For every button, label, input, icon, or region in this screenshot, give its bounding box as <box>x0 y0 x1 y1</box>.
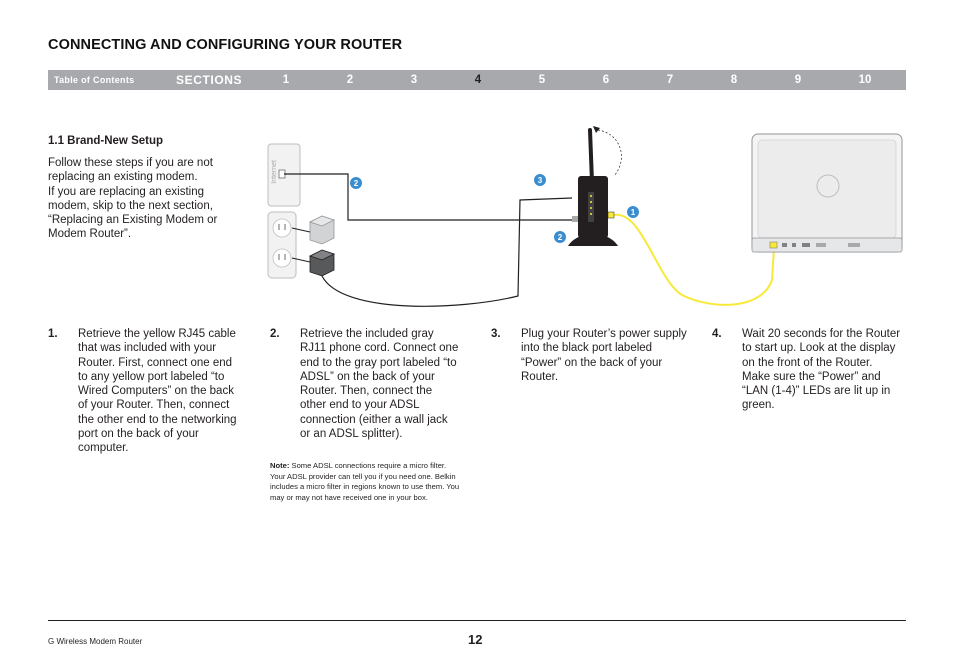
footer-product-name: G Wireless Modem Router <box>48 637 143 646</box>
power-cable <box>321 197 573 307</box>
ethernet-cable <box>613 213 775 306</box>
step-number: 1. <box>48 328 58 340</box>
step-number: 3. <box>491 328 501 340</box>
nav-section-1[interactable]: 1 <box>282 74 290 86</box>
nav-section-10[interactable]: 10 <box>858 74 872 86</box>
step-number: 4. <box>712 328 722 340</box>
phone-cable <box>284 173 572 221</box>
power-adapter <box>291 249 336 277</box>
step-text: Plug your Router’s power supply into the… <box>521 328 687 383</box>
nav-section-8[interactable]: 8 <box>730 74 738 86</box>
power-outlet <box>267 211 297 279</box>
nav-section-4[interactable]: 4 <box>474 74 482 86</box>
wall-jack-label: Internet <box>271 160 278 184</box>
svg-text:2: 2 <box>558 233 563 242</box>
wall-jack-plate: Internet <box>267 143 301 207</box>
step-text: Retrieve the yellow RJ45 cable that was … <box>78 328 237 455</box>
nav-section-2[interactable]: 2 <box>346 74 354 86</box>
intro-text: Follow these steps if you are not replac… <box>48 156 248 242</box>
section-navbar: Table of Contents SECTIONS 1 2 3 4 5 6 7… <box>48 70 906 90</box>
router-stand <box>568 234 618 246</box>
setup-diagram: Internet <box>267 126 903 307</box>
callout-2-bottom: 2 <box>554 231 566 243</box>
step-number: 2. <box>270 328 280 340</box>
callout-3: 3 <box>534 174 546 186</box>
nav-section-9[interactable]: 9 <box>794 74 802 86</box>
nav-section-3[interactable]: 3 <box>410 74 418 86</box>
footer-divider <box>48 620 906 621</box>
note-text: Some ADSL connections require a micro fi… <box>270 461 460 503</box>
page-title: CONNECTING AND CONFIGURING YOUR ROUTER <box>48 37 403 53</box>
intro-paragraph-1: Follow these steps if you are not replac… <box>48 157 213 184</box>
note-label: Note: <box>270 461 290 470</box>
step-text: Wait 20 seconds for the Router to start … <box>742 328 901 412</box>
sections-label: SECTIONS <box>176 73 243 87</box>
section-heading: 1.1 Brand-New Setup <box>48 135 164 147</box>
svg-text:1: 1 <box>631 208 636 217</box>
micro-filter <box>291 215 336 245</box>
page-number: 12 <box>468 632 483 647</box>
nav-section-6[interactable]: 6 <box>602 74 610 86</box>
svg-text:2: 2 <box>354 179 359 188</box>
svg-text:3: 3 <box>538 176 543 185</box>
intro-paragraph-2: If you are replacing an existing modem, … <box>48 185 218 241</box>
callout-1: 1 <box>627 206 639 218</box>
micro-filter-note: Note: Some ADSL connections require a mi… <box>270 461 462 504</box>
table-of-contents-link[interactable]: Table of Contents <box>54 75 135 85</box>
step-text: Retrieve the included gray RJ11 phone co… <box>300 328 459 441</box>
laptop <box>751 133 903 253</box>
laptop-network-port <box>769 241 778 249</box>
laptop-logo <box>816 174 840 198</box>
nav-section-7[interactable]: 7 <box>666 74 674 86</box>
callout-2-top: 2 <box>350 177 362 189</box>
nav-section-5[interactable]: 5 <box>538 74 546 86</box>
router <box>568 126 622 246</box>
router-antenna <box>588 128 594 184</box>
